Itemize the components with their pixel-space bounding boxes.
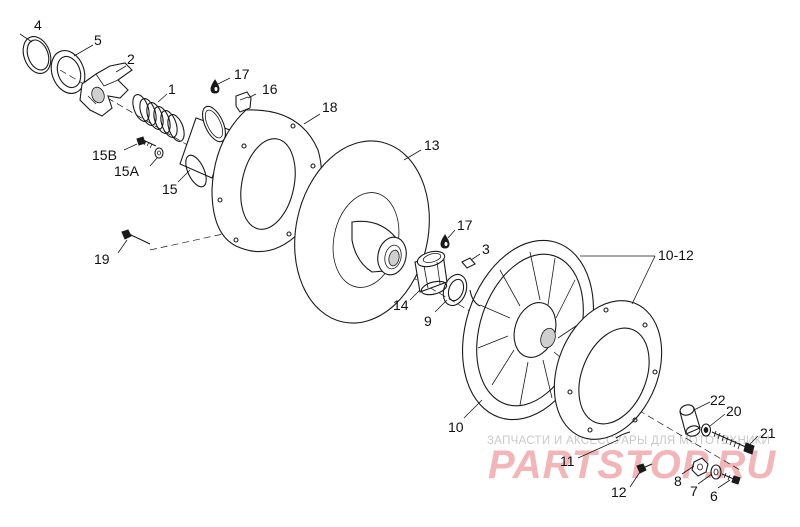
part-15b-screw xyxy=(136,136,157,149)
part-6-bolt xyxy=(721,472,741,485)
callout-19: 19 xyxy=(94,251,110,267)
callout-20: 20 xyxy=(726,403,742,419)
part-17-grease-drop-upper xyxy=(210,79,220,94)
part-1-spring xyxy=(132,94,185,142)
watermark: PARTSTOP.RU ЗАПЧАСТИ И АКСЕССУАРЫ ДЛЯ МО… xyxy=(487,435,776,487)
part-11-screw xyxy=(615,431,631,439)
callout-3: 3 xyxy=(482,241,490,257)
callout-17-upper: 17 xyxy=(234,66,250,82)
leader-lines xyxy=(19,33,759,489)
callout-15: 15 xyxy=(162,181,178,197)
part-14-bushing xyxy=(414,250,448,296)
part-16-clip xyxy=(235,91,252,113)
part-20-washer xyxy=(700,423,712,437)
part-8-nut xyxy=(691,457,709,477)
part-17-grease-drop-lower xyxy=(440,234,450,249)
watermark-brand: PARTSTOP.RU xyxy=(488,443,776,487)
callout-10: 10 xyxy=(448,419,464,435)
callout-22: 22 xyxy=(710,392,726,408)
part-5-washer xyxy=(50,50,86,94)
part-3-key xyxy=(461,257,476,269)
part-15a-washer xyxy=(154,147,164,159)
part-19-bolt xyxy=(121,229,151,245)
callout-15b: 15B xyxy=(92,147,117,163)
callout-11: 11 xyxy=(560,453,575,469)
callout-labels: 4 5 2 1 17 16 18 13 15B 15A 15 19 17 3 1… xyxy=(34,17,776,504)
callout-14: 14 xyxy=(393,297,409,313)
callout-1: 1 xyxy=(168,81,176,97)
callout-21: 21 xyxy=(760,425,776,441)
callout-8: 8 xyxy=(674,473,682,489)
callout-12: 12 xyxy=(611,484,627,500)
callout-4: 4 xyxy=(34,17,42,33)
part-12-bolt xyxy=(636,463,653,474)
bolt-axis-line xyxy=(149,231,233,251)
callout-10-12: 10-12 xyxy=(658,247,694,263)
part-18-plate xyxy=(211,109,322,253)
part-7-washer xyxy=(710,464,722,480)
callout-13: 13 xyxy=(424,137,440,153)
part-2-cam-spider xyxy=(79,62,133,117)
callout-5: 5 xyxy=(94,32,102,48)
callout-18: 18 xyxy=(322,99,338,115)
callout-6: 6 xyxy=(710,488,718,504)
callout-2: 2 xyxy=(127,51,135,67)
callout-16: 16 xyxy=(262,81,278,97)
callout-17-lower: 17 xyxy=(457,217,473,233)
callout-15a: 15A xyxy=(114,163,140,179)
watermark-tagline: ЗАПЧАСТИ И АКСЕССУАРЫ ДЛЯ МОТОТЕХНИКИ xyxy=(487,435,770,447)
part-4-retaining-ring xyxy=(22,36,52,74)
part-22-spacer xyxy=(679,404,701,437)
part-21-bolt xyxy=(711,430,755,455)
callout-7: 7 xyxy=(690,483,698,499)
callout-9: 9 xyxy=(424,313,432,329)
part-cover-plate xyxy=(553,300,663,440)
part-9-ring-washer xyxy=(442,273,468,307)
part-13-sheave xyxy=(294,140,430,324)
